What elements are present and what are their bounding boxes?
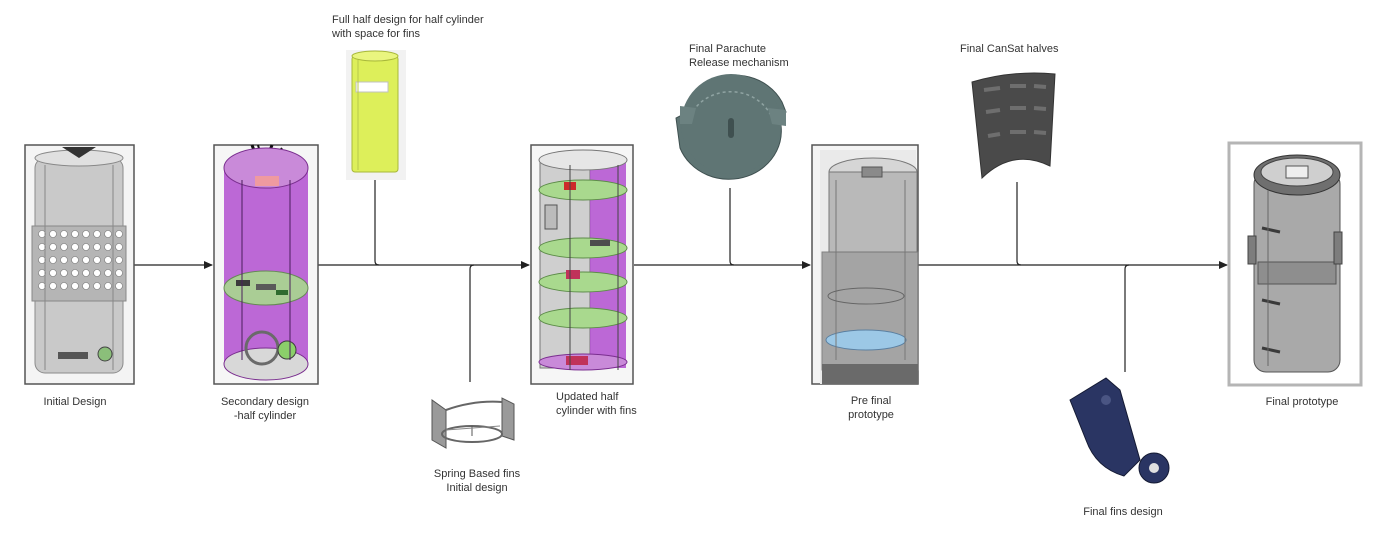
spring-fins-image bbox=[431, 397, 515, 449]
branch-full-half bbox=[374, 180, 380, 266]
full-half-design-image bbox=[346, 50, 406, 180]
branch-spring-fins bbox=[469, 264, 475, 382]
caption-cansat-halves: Final CanSat halves bbox=[960, 43, 1059, 55]
initial-design-image bbox=[24, 144, 135, 385]
caption-parachute: Final Parachute Release mechanism bbox=[689, 43, 789, 69]
caption-fins-final: Final fins design bbox=[1083, 506, 1163, 518]
cansat-halves-image bbox=[971, 72, 1056, 180]
parachute-mechanism-image bbox=[675, 74, 787, 180]
branch-fins-final bbox=[1124, 264, 1130, 372]
caption-updated-half: Updated half cylinder with fins bbox=[556, 391, 637, 417]
caption-final: Final prototype bbox=[1265, 396, 1339, 408]
final-prototype-image bbox=[1227, 141, 1363, 387]
updated-half-image bbox=[530, 144, 634, 385]
caption-spring-fins: Spring Based fins Initial design bbox=[433, 468, 521, 494]
secondary-design-image bbox=[213, 144, 319, 385]
caption-full-half: Full half design for half cylinder with … bbox=[332, 14, 484, 40]
branch-cansat-halves bbox=[1016, 182, 1022, 266]
caption-initial: Initial Design bbox=[43, 396, 107, 408]
caption-pre-final: Pre final prototype bbox=[848, 395, 894, 421]
caption-secondary: Secondary design -half cylinder bbox=[220, 396, 310, 422]
pre-final-prototype-image bbox=[811, 144, 919, 385]
branch-parachute bbox=[729, 188, 735, 266]
fins-final-image bbox=[1069, 377, 1170, 484]
flow-arrows bbox=[134, 180, 1228, 382]
